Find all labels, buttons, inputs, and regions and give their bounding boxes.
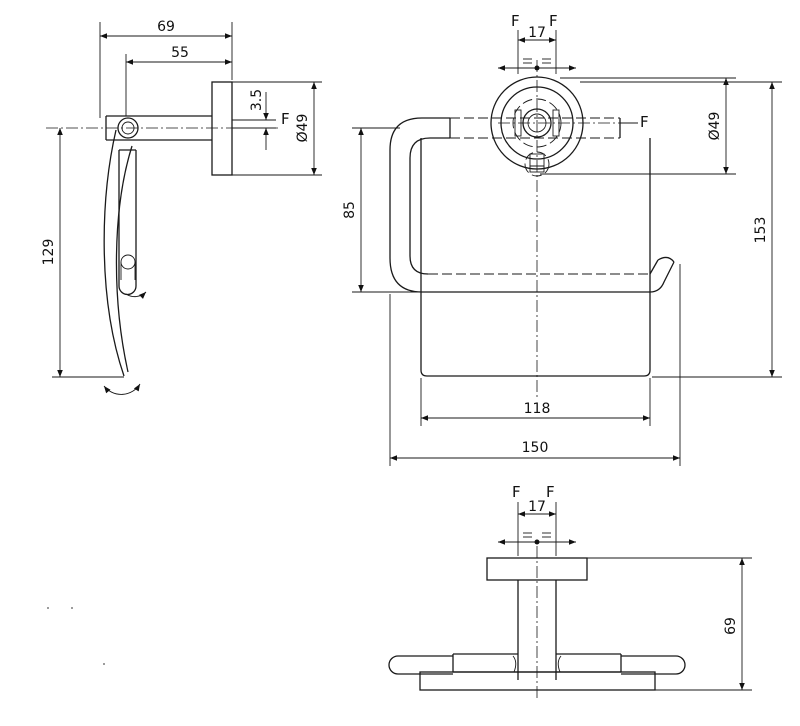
front-view: 17 F F F Ø49 85 153 118 150 (342, 12, 782, 466)
top-view: 17 F F 69 (388, 483, 752, 700)
side-dim-total-depth: 69 (157, 19, 175, 35)
top-dim-depth: 69 (723, 617, 739, 635)
front-fix-top-left: F (511, 12, 520, 30)
side-dim-offset: 3.5 (249, 89, 265, 111)
top-fix-left: F (512, 483, 521, 501)
front-dim-arm-height: 85 (342, 201, 358, 219)
side-fix-label: F (281, 110, 290, 128)
top-flap (419, 671, 656, 691)
top-dim-width: 17 (528, 499, 546, 515)
front-flap (420, 138, 651, 377)
side-flap (103, 129, 125, 377)
side-dim-height: 129 (41, 239, 57, 266)
top-fix-right: F (546, 483, 555, 501)
side-dim-arm-depth: 55 (171, 45, 189, 61)
front-dim-total-height: 153 (753, 217, 769, 244)
side-view: 69 55 3.5 F Ø49 129 (41, 19, 322, 395)
front-dim-flap-width: 118 (524, 401, 551, 417)
front-dim-total-width: 150 (522, 440, 549, 456)
side-rosette (211, 81, 233, 176)
front-dim-top-width: 17 (528, 25, 546, 41)
front-fix-right: F (640, 113, 649, 131)
front-dim-rosette-dia: Ø49 (707, 112, 723, 141)
side-dim-rosette-dia: Ø49 (295, 114, 311, 143)
front-fix-top-right: F (549, 12, 558, 30)
